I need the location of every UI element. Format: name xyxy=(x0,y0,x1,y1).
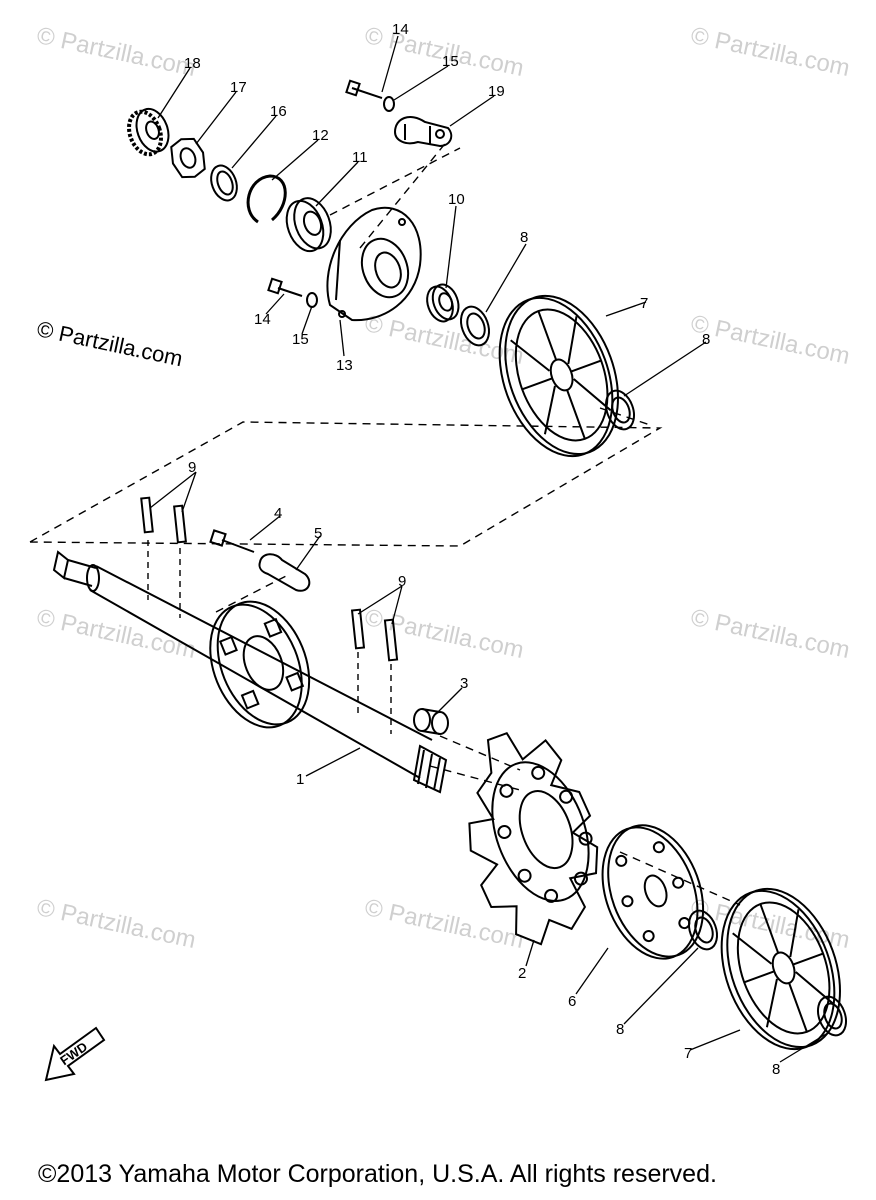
part-17-nut xyxy=(170,137,206,179)
part-16-washer xyxy=(210,164,238,202)
part-12-circlip xyxy=(246,174,287,224)
shaft-flange xyxy=(209,600,311,729)
part-2-sprocket xyxy=(468,731,599,946)
callout-8c: 8 xyxy=(616,1021,625,1038)
callout-12: 12 xyxy=(312,127,329,144)
callout-3: 3 xyxy=(460,675,469,692)
part-8-washer-a xyxy=(459,305,491,347)
callout-9b: 9 xyxy=(398,573,407,590)
part-9-pin-a xyxy=(140,496,154,534)
part-5-plate xyxy=(258,553,311,592)
callout-8d: 8 xyxy=(772,1061,781,1078)
part-8-washer-c xyxy=(687,909,719,951)
callout-2: 2 xyxy=(518,965,527,982)
callout-7b: 7 xyxy=(684,1045,693,1062)
callout-8a: 8 xyxy=(520,229,529,246)
part-10-bearing xyxy=(426,283,460,323)
part-9-pin-b xyxy=(173,504,187,544)
part-4-bolt xyxy=(209,529,255,553)
part-9-pin-c xyxy=(350,608,366,650)
callout-8b: 8 xyxy=(702,331,711,348)
callout-10: 10 xyxy=(448,191,465,208)
part-7-wheel-b xyxy=(720,887,841,1051)
callout-17: 17 xyxy=(230,79,247,96)
callout-14a: 14 xyxy=(392,21,409,38)
assembly-guide-lines xyxy=(29,139,741,906)
part-13-housing xyxy=(326,206,422,322)
callout-14b: 14 xyxy=(254,311,271,328)
callout-6: 6 xyxy=(568,993,577,1010)
part-3-bushing xyxy=(413,708,449,735)
forward-arrow-icon: FWD xyxy=(44,1024,106,1082)
part-8-washer-b xyxy=(604,389,636,431)
callout-16: 16 xyxy=(270,103,287,120)
callout-7a: 7 xyxy=(640,295,649,312)
copyright-notice: ©2013 Yamaha Motor Corporation, U.S.A. A… xyxy=(38,1160,717,1188)
part-14-bolt-a xyxy=(345,79,383,99)
part-19-bracket xyxy=(393,116,453,148)
callout-15a: 15 xyxy=(442,53,459,70)
callout-11: 11 xyxy=(352,149,368,166)
part-15-washer-b xyxy=(306,292,318,308)
part-11-bearing xyxy=(285,197,332,253)
leader-lines xyxy=(149,35,827,1063)
part-14-bolt-b xyxy=(267,277,303,297)
callout-13: 13 xyxy=(336,357,353,374)
part-1-shaft xyxy=(52,550,448,794)
callout-19: 19 xyxy=(488,83,505,100)
callout-9a: 9 xyxy=(188,459,197,476)
part-9-pin-d xyxy=(383,618,399,662)
part-18-gear xyxy=(127,107,170,157)
callout-4: 4 xyxy=(274,505,283,522)
part-7-wheel-a xyxy=(498,294,619,458)
callout-5: 5 xyxy=(314,525,323,542)
part-8-washer-d xyxy=(816,995,848,1037)
callout-18: 18 xyxy=(184,55,201,72)
part-15-washer-a xyxy=(383,96,395,112)
callout-1: 1 xyxy=(296,771,305,788)
callout-15b: 15 xyxy=(292,331,309,348)
